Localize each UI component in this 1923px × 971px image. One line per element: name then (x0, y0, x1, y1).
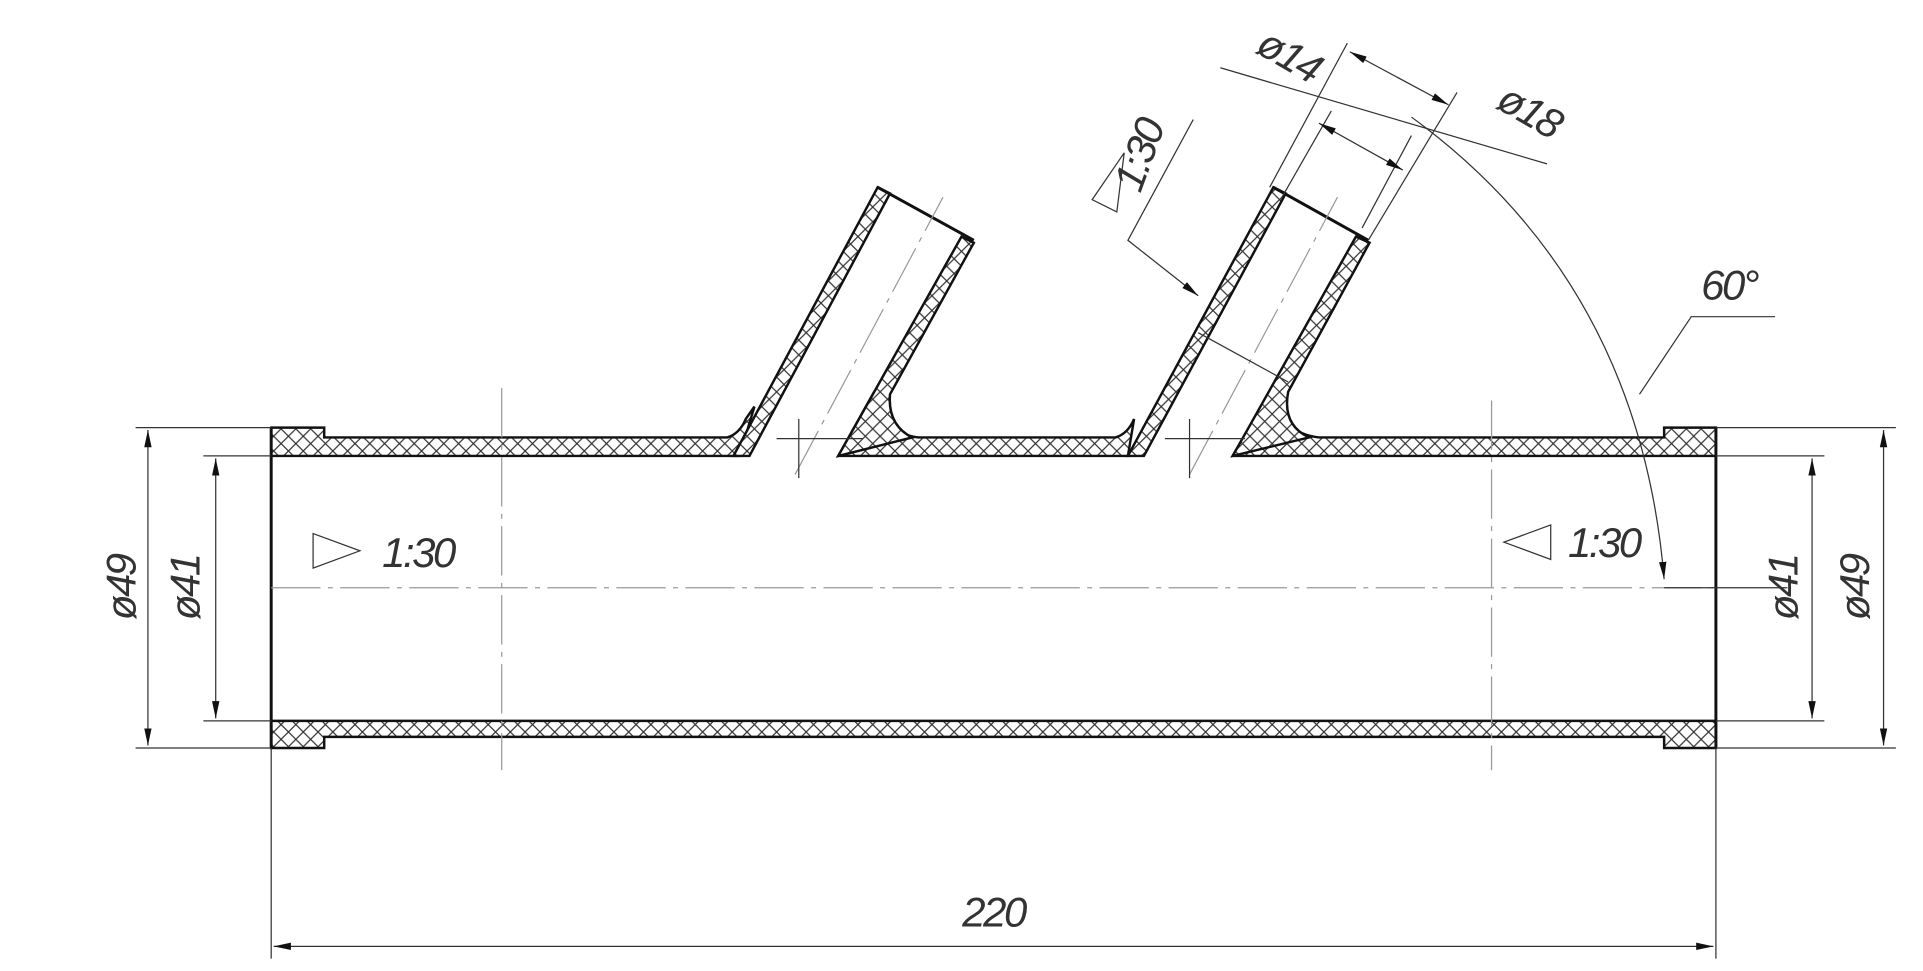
taper-branch-label: 1:30 (1105, 111, 1174, 196)
outer-diameter-right-label: ø49 (1831, 553, 1878, 620)
branch-right-end-cut (1272, 186, 1370, 242)
centerlines (271, 388, 1720, 771)
branch-left-end-cut (876, 186, 975, 242)
inner-diameter-right-label: ø41 (1759, 555, 1806, 620)
branch-left-centerline (794, 196, 944, 475)
branch-right-wall-inner (1230, 234, 1372, 458)
dim-right: ø41 ø49 (1664, 426, 1896, 749)
branch-right-centerline (1189, 196, 1339, 475)
extension-line (1361, 135, 1412, 229)
angle-label-leader (1638, 316, 1776, 395)
top-wall-left (269, 405, 756, 458)
branch-dimension-baseline (1220, 67, 1548, 165)
branch-left (731, 185, 976, 475)
extension-line (1281, 110, 1332, 198)
branch-inner-diameter-dimension-line (1318, 122, 1404, 171)
branch-inner-diameter-label: ø14 (1249, 19, 1330, 93)
taper-right: 1:30 (1502, 519, 1644, 566)
branch-angle-label: 60° (1701, 261, 1759, 308)
overall-length-label: 220 (961, 889, 1027, 936)
top-wall-right (1230, 388, 1718, 458)
taper-triangle-icon (1091, 152, 1125, 213)
branch-outer-diameter-dimension-line (1349, 51, 1449, 106)
extension-line (1367, 92, 1458, 241)
outer-diameter-left-label: ø49 (98, 553, 145, 620)
dim-left: ø49 ø41 (98, 426, 272, 749)
main-tube (269, 388, 1718, 750)
taper-right-label: 1:30 (1568, 519, 1642, 566)
inner-diameter-left-label: ø41 (162, 555, 209, 620)
taper-triangle-icon (1502, 524, 1552, 561)
dim-length: 220 (270, 747, 1717, 959)
taper-left: 1:30 (312, 529, 458, 576)
angle-arc (1411, 116, 1667, 580)
bottom-wall (269, 719, 1718, 750)
branch-left-wall-inner (835, 234, 976, 458)
dim-angle: 60° (1411, 116, 1776, 580)
branch-outer-diameter-label: ø18 (1490, 74, 1572, 149)
taper-triangle-icon (312, 532, 362, 569)
taper-branch-leader (1127, 119, 1199, 297)
extension-line (1269, 42, 1348, 188)
taper-branch-section-line (1197, 332, 1289, 383)
branch-right (1125, 185, 1372, 475)
taper-left-label: 1:30 (382, 529, 456, 576)
